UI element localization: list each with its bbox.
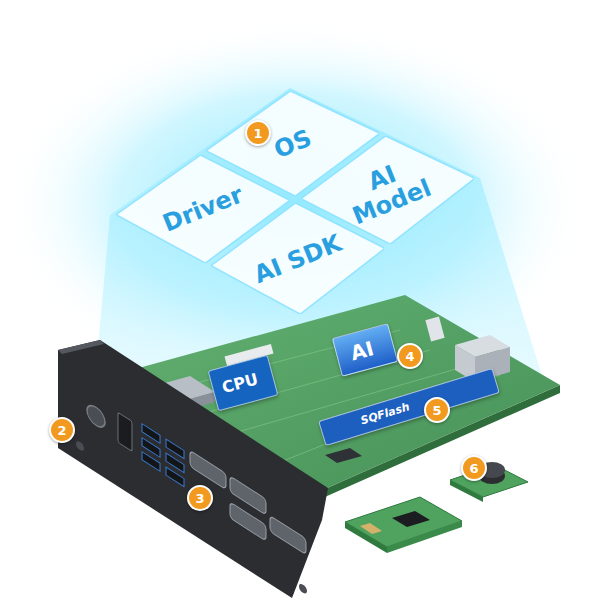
com-port [270, 516, 306, 555]
part-label: SQFlash [359, 401, 411, 427]
com-port [230, 502, 266, 541]
ai-chip: AI [332, 323, 398, 377]
card-slot [325, 448, 362, 463]
module-chip [392, 511, 430, 527]
screw [299, 582, 307, 595]
part-label: CPU [220, 371, 260, 397]
tile-outline [211, 203, 385, 314]
part-label: AI [348, 337, 376, 364]
connector [425, 317, 444, 342]
callout-number: 5 [424, 397, 450, 423]
software-layer-tile: AI SDK [211, 203, 385, 314]
screw [76, 440, 84, 453]
callout-number: 3 [187, 485, 213, 511]
cpu-chip: CPU [208, 355, 279, 412]
io-ports [76, 378, 307, 596]
usb-port [142, 452, 160, 472]
module-card-edge [387, 521, 462, 553]
callout-number: 6 [461, 455, 487, 481]
usb-port [166, 467, 184, 487]
ssd-module: SQFlash [318, 368, 500, 446]
module-card-edge [345, 522, 387, 553]
callout-number: 4 [397, 343, 423, 369]
bracket-top [58, 340, 104, 354]
com-port [190, 450, 226, 489]
module-card-edge [450, 480, 483, 502]
hdmi-port [118, 412, 132, 451]
module-connector [360, 523, 382, 534]
power-button [87, 402, 105, 432]
callout-number: 1 [245, 120, 271, 146]
module-card [345, 497, 462, 547]
callout-number: 2 [49, 417, 75, 443]
io-bracket [58, 340, 328, 598]
